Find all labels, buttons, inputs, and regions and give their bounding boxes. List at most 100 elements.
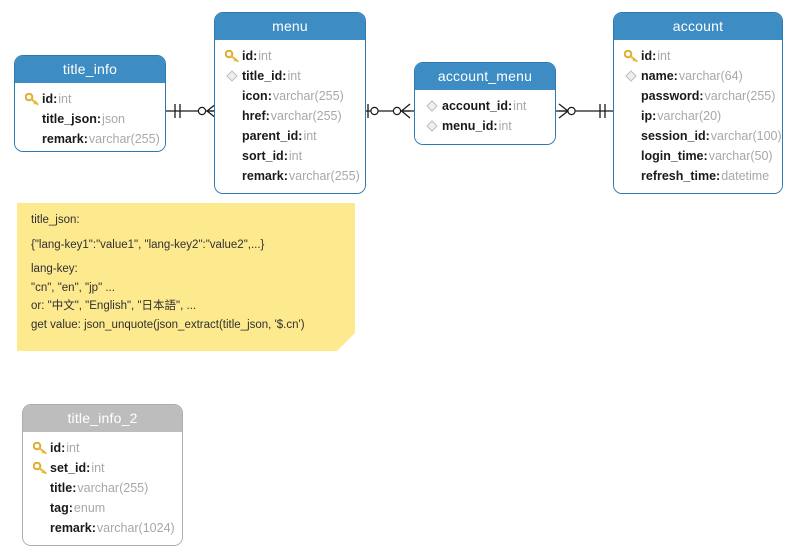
entity-title-account: account	[614, 13, 782, 40]
field-icon-none	[622, 149, 639, 163]
field-name: set_id	[50, 461, 87, 475]
note-fold-corner-icon	[337, 333, 355, 351]
field-type: varchar(100)	[710, 129, 782, 143]
field-name: session_id	[641, 129, 706, 143]
primary-key-icon	[31, 461, 48, 475]
field-colon: :	[652, 109, 657, 123]
entity-account_menu[interactable]: account_menu account_id : int menu_i	[414, 62, 556, 145]
note-line: get value: json_unquote(json_extract(tit…	[31, 318, 305, 331]
field-colon: :	[91, 521, 96, 535]
field-type: varchar(255)	[272, 89, 344, 103]
field-colon: :	[705, 129, 710, 143]
field-icon-none	[622, 109, 639, 123]
note-line: title_json:	[31, 214, 80, 226]
field-row: account_id : int	[423, 96, 547, 116]
field-row: title : varchar(255)	[31, 478, 174, 498]
field-name: icon	[242, 89, 268, 103]
field-colon: :	[493, 119, 498, 133]
note-line: "cn", "en", "jp" ...	[31, 281, 115, 294]
field-name: id	[42, 92, 54, 106]
field-name: login_time	[641, 149, 704, 163]
entity-title_info[interactable]: title_info id : int title_json : json	[14, 55, 166, 152]
field-icon-none	[23, 132, 40, 146]
entity-title-title_info_2: title_info_2	[23, 405, 182, 432]
field-name: title_id	[242, 69, 283, 83]
field-name: remark	[242, 169, 284, 183]
field-name: refresh_time	[641, 169, 717, 183]
field-row: login_time : varchar(50)	[622, 146, 774, 166]
field-colon: :	[53, 92, 58, 106]
entity-fields-account: id : int name : varchar(64) password : v…	[614, 40, 782, 193]
field-name: menu_id	[442, 119, 494, 133]
field-colon: :	[652, 49, 657, 63]
field-colon: :	[282, 69, 287, 83]
field-row: id : int	[31, 438, 174, 458]
field-name: href	[242, 109, 266, 123]
field-row: parent_id : int	[223, 126, 357, 146]
field-type: int	[287, 69, 301, 83]
field-icon-none	[31, 501, 48, 515]
field-type: enum	[73, 501, 106, 515]
field-type: varchar(20)	[657, 109, 722, 123]
field-colon: :	[68, 501, 73, 515]
field-colon: :	[253, 49, 258, 63]
field-colon: :	[298, 129, 303, 143]
field-icon-none	[31, 481, 48, 495]
entity-fields-title_info_2: id : int set_id : int title	[23, 432, 182, 545]
field-colon: :	[716, 169, 721, 183]
entity-title-menu: menu	[215, 13, 365, 40]
foreign-key-icon	[223, 69, 240, 83]
field-name: sort_id	[242, 149, 284, 163]
relationship-title_info-menu[interactable]	[166, 98, 222, 124]
field-type: varchar(255)	[704, 89, 776, 103]
field-colon: :	[72, 481, 77, 495]
field-type: int	[498, 119, 512, 133]
field-row: remark : varchar(1024)	[31, 518, 175, 538]
field-name: tag	[50, 501, 69, 515]
field-type: int	[66, 441, 80, 455]
field-icon-none	[223, 129, 240, 143]
entity-account[interactable]: account id : int	[613, 12, 783, 194]
field-name: remark	[42, 132, 84, 146]
entity-menu[interactable]: menu id : int	[214, 12, 366, 194]
field-colon: :	[61, 441, 66, 455]
relationship-account_menu-account[interactable]	[556, 98, 614, 124]
foreign-key-icon	[622, 69, 639, 83]
field-type: int	[258, 49, 272, 63]
field-type: varchar(255)	[270, 109, 342, 123]
note-line: lang-key:	[31, 263, 78, 275]
field-icon-none	[622, 169, 639, 183]
field-type: int	[303, 129, 317, 143]
field-row: password : varchar(255)	[622, 86, 776, 106]
field-type: varchar(255)	[88, 132, 160, 146]
field-name: id	[50, 441, 62, 455]
field-type: varchar(50)	[708, 149, 773, 163]
note-title-json[interactable]: title_json: {"lang-key1":"value1", "lang…	[17, 203, 355, 351]
primary-key-icon	[31, 441, 48, 455]
field-name: password	[641, 89, 700, 103]
field-colon: :	[508, 99, 513, 113]
entity-title_info_2[interactable]: title_info_2 id : int	[22, 404, 183, 546]
entity-fields-menu: id : int title_id : int icon : varchar(2…	[215, 40, 365, 193]
entity-title-title_info: title_info	[15, 56, 165, 83]
foreign-key-icon	[423, 99, 440, 113]
field-type: int	[91, 461, 105, 475]
field-type: varchar(255)	[77, 481, 149, 495]
field-row: set_id : int	[31, 458, 174, 478]
field-icon-none	[23, 112, 40, 126]
field-type: datetime	[721, 169, 770, 183]
primary-key-icon	[23, 92, 40, 106]
field-type: int	[657, 49, 671, 63]
field-colon: :	[703, 149, 708, 163]
field-type: int	[513, 99, 527, 113]
field-row: id : int	[622, 46, 774, 66]
field-row: session_id : varchar(100)	[622, 126, 782, 146]
field-row: id : int	[23, 89, 157, 109]
relationship-menu-account_menu[interactable]	[365, 98, 415, 124]
field-colon: :	[86, 461, 91, 475]
field-row: icon : varchar(255)	[223, 86, 357, 106]
entity-title-account_menu: account_menu	[415, 63, 555, 90]
field-icon-none	[223, 149, 240, 163]
field-name: title	[50, 481, 73, 495]
